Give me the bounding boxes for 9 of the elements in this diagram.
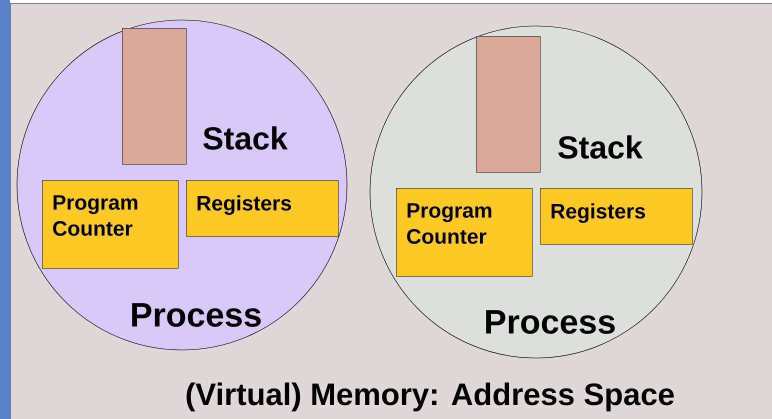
register-box: Registers (540, 188, 693, 245)
register-box: Registers (186, 180, 339, 237)
register-box: Program Counter (42, 180, 179, 269)
node-label: Stack (203, 126, 288, 150)
stack-block: Stack (122, 28, 288, 165)
title: (Virtual) Memory: Address Space (186, 382, 674, 412)
stack-block: Stack (476, 36, 643, 173)
register-box: Program Counter (396, 188, 533, 277)
node-label: Stack (558, 135, 643, 159)
